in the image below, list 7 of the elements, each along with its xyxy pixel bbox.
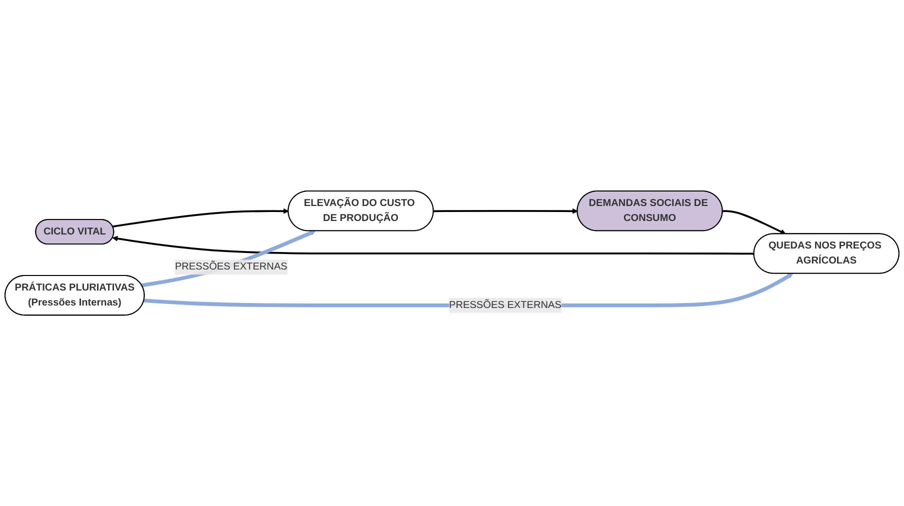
edge-label: PRESSÕES EXTERNAS xyxy=(449,300,562,310)
edge-label: PRESSÕES EXTERNAS xyxy=(174,261,288,272)
arrow xyxy=(112,208,289,228)
arrow xyxy=(434,208,578,214)
arrow xyxy=(722,210,786,234)
arrow xyxy=(141,230,316,288)
arrow xyxy=(112,236,754,255)
